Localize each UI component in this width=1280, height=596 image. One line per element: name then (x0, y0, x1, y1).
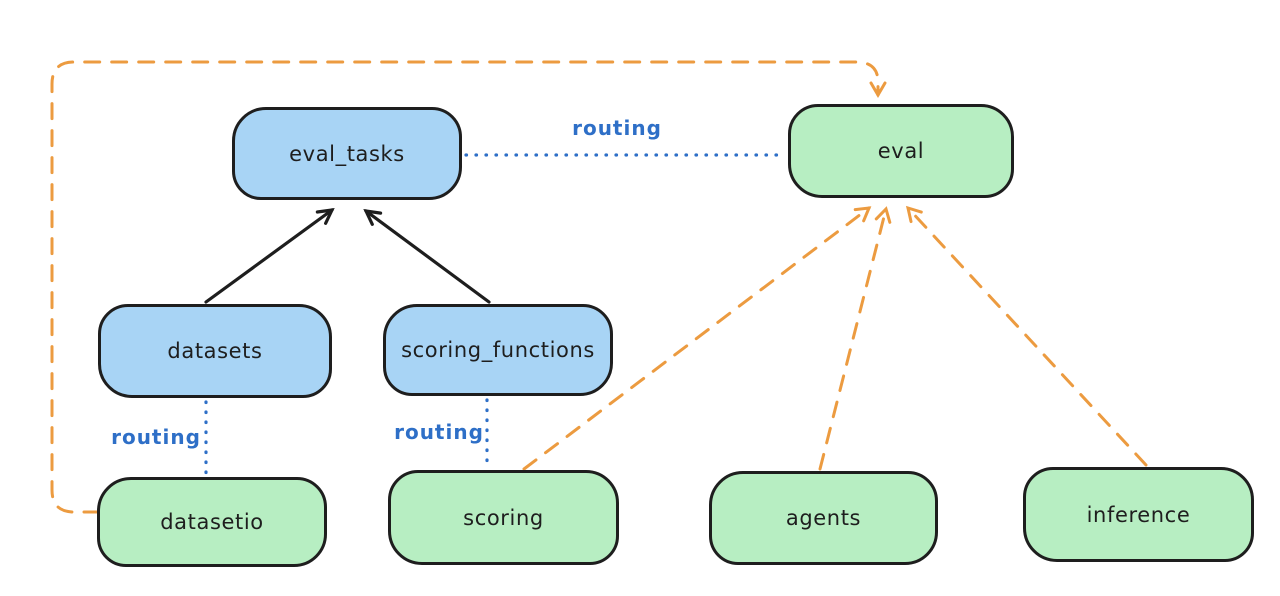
node-inference-label: inference (1086, 502, 1191, 527)
edge-label-routing-scoring-functions-scoring: routing (394, 420, 484, 444)
edge-label-routing-datasets-datasetio: routing (111, 425, 201, 449)
node-eval-label: eval (877, 139, 925, 163)
node-eval-tasks: eval_tasks (232, 107, 462, 200)
node-scoring-functions-label: scoring_functions (401, 338, 595, 362)
edge-datasets-to-eval-tasks (204, 208, 335, 304)
node-datasetio-label: datasetio (160, 510, 264, 534)
edge-scoring-functions-to-eval-tasks (363, 208, 491, 304)
node-datasets: datasets (98, 304, 332, 398)
edge-agents-to-eval (818, 206, 892, 471)
node-datasetio: datasetio (97, 477, 327, 567)
node-scoring-functions: scoring_functions (383, 304, 613, 396)
node-eval-tasks-label: eval_tasks (289, 141, 405, 166)
edge-datasetio-to-eval (50, 60, 887, 514)
edge-label-routing-eval-tasks-eval: routing (572, 116, 662, 140)
edge-scoring-to-eval (522, 206, 872, 471)
node-scoring-label: scoring (463, 505, 544, 530)
node-scoring: scoring (388, 470, 619, 565)
node-eval: eval (788, 104, 1014, 198)
node-inference: inference (1023, 467, 1254, 562)
node-datasets-label: datasets (167, 339, 263, 363)
node-agents: agents (709, 471, 938, 565)
node-agents-label: agents (785, 506, 862, 530)
edge-inference-to-eval (905, 205, 1148, 467)
